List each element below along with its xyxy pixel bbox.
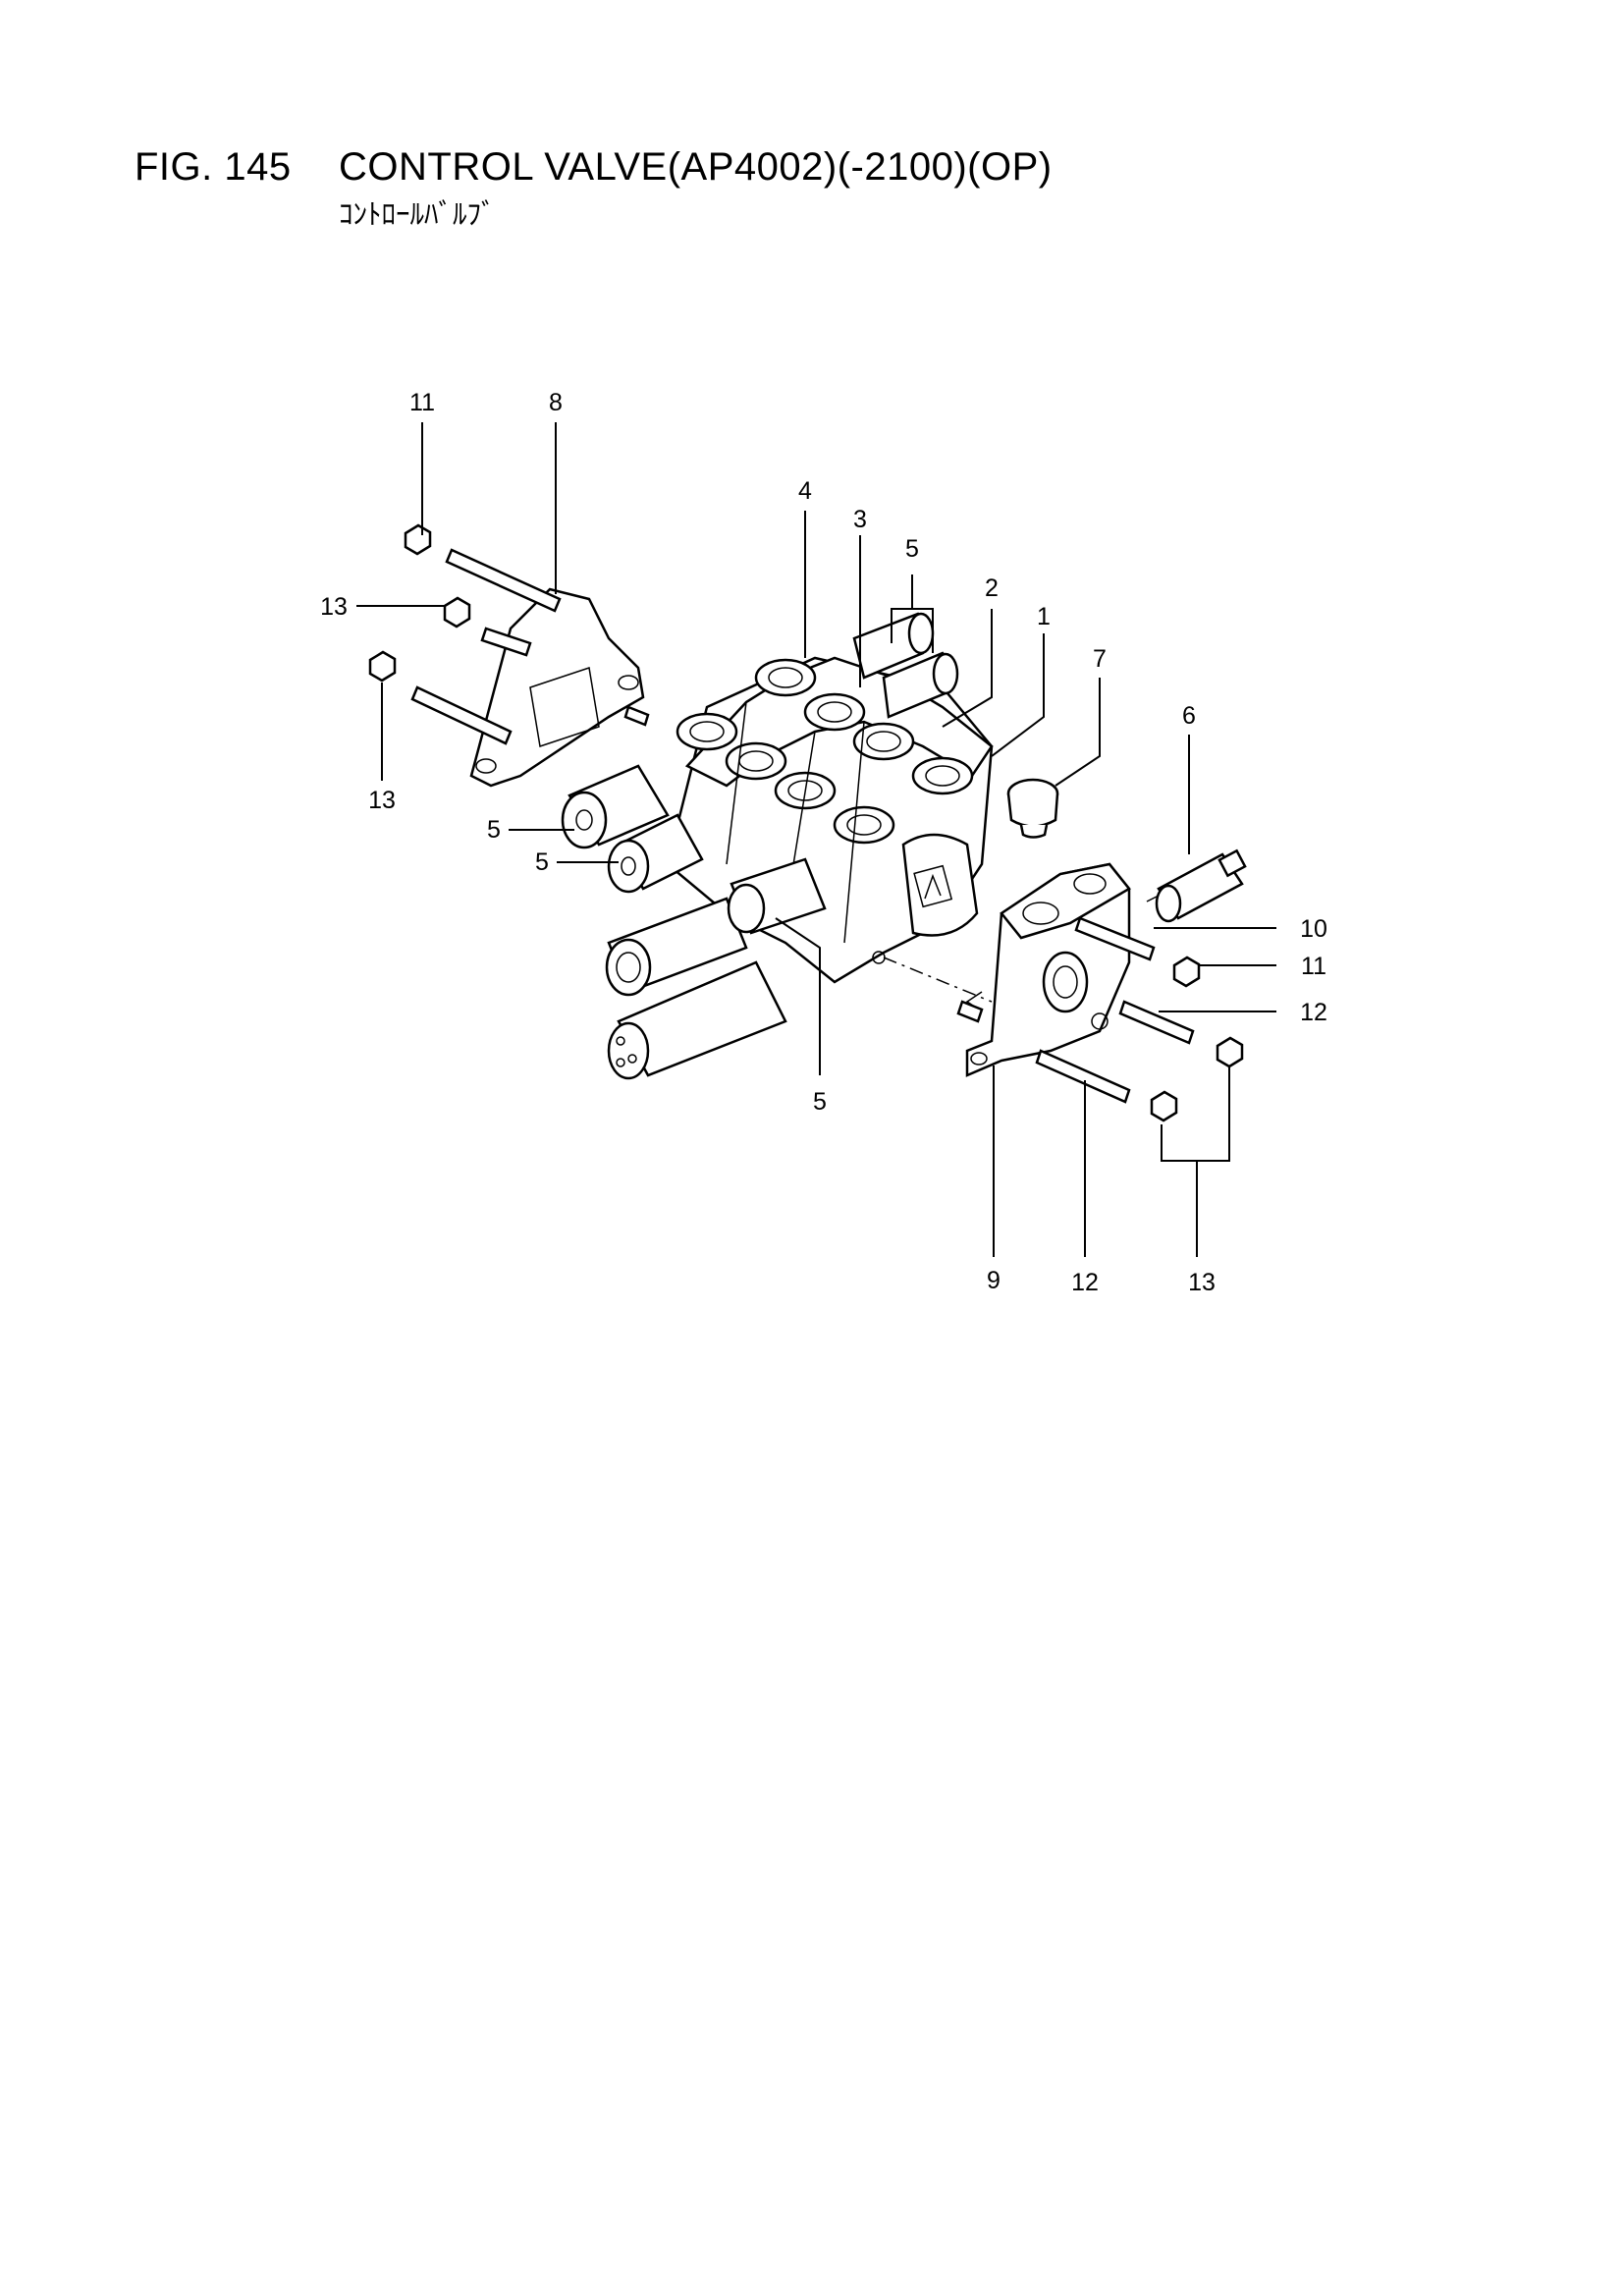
callout-5-bottom: 5 bbox=[813, 1088, 827, 1116]
callout-7: 7 bbox=[1093, 645, 1107, 673]
spool-caps-top bbox=[852, 612, 959, 719]
callout-6: 6 bbox=[1182, 702, 1196, 730]
leader-lines bbox=[356, 422, 1276, 1257]
callout-labels: 11 8 13 13 4 3 5 2 1 7 6 5 5 5 10 11 12 … bbox=[320, 389, 1327, 1296]
spool-caps-left bbox=[561, 764, 704, 894]
callout-5-left-b: 5 bbox=[535, 848, 549, 876]
figure-title-row: FIG. 145 CONTROL VALVE(AP4002)(-2100)(OP… bbox=[135, 145, 1053, 190]
bracket-studs bbox=[410, 548, 650, 745]
callout-12-bottom: 12 bbox=[1071, 1269, 1099, 1296]
callout-3: 3 bbox=[853, 506, 867, 533]
callout-2: 2 bbox=[985, 574, 999, 602]
plug-7 bbox=[1006, 778, 1059, 839]
callout-1: 1 bbox=[1037, 603, 1051, 630]
callout-10: 10 bbox=[1300, 915, 1327, 943]
callout-8: 8 bbox=[549, 389, 563, 416]
end-cover-studs bbox=[956, 916, 1195, 1104]
callout-11-right: 11 bbox=[1301, 953, 1326, 980]
solenoid-actuators bbox=[605, 857, 827, 1080]
callout-13-left-lower: 13 bbox=[368, 787, 396, 814]
figure-subtitle: ｺﾝﾄﾛｰﾙﾊﾞﾙﾌﾞ bbox=[339, 197, 496, 231]
callout-13-bottom: 13 bbox=[1188, 1269, 1216, 1296]
figure-header: FIG. 145 CONTROL VALVE(AP4002)(-2100)(OP… bbox=[135, 145, 1053, 233]
port-bosses bbox=[676, 658, 974, 845]
figure-title: CONTROL VALVE(AP4002)(-2100)(OP) bbox=[339, 145, 1053, 189]
nuts bbox=[368, 523, 1244, 1122]
figure-number: FIG. 145 bbox=[135, 145, 292, 189]
callout-11-top: 11 bbox=[409, 389, 435, 416]
callout-5-top: 5 bbox=[905, 535, 919, 563]
end-cover-9 bbox=[965, 862, 1131, 1077]
callout-5-left-a: 5 bbox=[487, 816, 501, 844]
callout-12-right: 12 bbox=[1300, 999, 1327, 1026]
callout-13-left-upper: 13 bbox=[320, 593, 348, 621]
center-line bbox=[883, 957, 993, 1003]
bracket-8 bbox=[469, 587, 645, 788]
relief-valve-6 bbox=[1146, 848, 1247, 923]
callout-4: 4 bbox=[798, 477, 812, 505]
callout-9: 9 bbox=[987, 1267, 1001, 1294]
